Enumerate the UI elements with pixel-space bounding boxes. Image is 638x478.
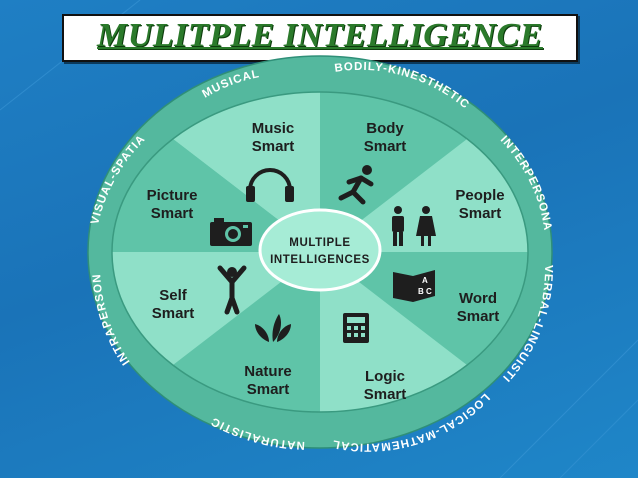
sector-self [112, 252, 320, 365]
sector-logic [320, 252, 467, 412]
person-arms-up-icon [217, 265, 247, 315]
svg-text:A: A [422, 276, 428, 285]
sector-word [320, 252, 528, 365]
title-banner: MULITPLE INTELLIGENCE [62, 14, 578, 62]
running-person-icon [338, 165, 374, 205]
calculator-icon [343, 313, 369, 343]
self-label-2: Smart [152, 305, 195, 322]
sector-people [320, 139, 528, 252]
sector-picture [112, 139, 320, 252]
nature-label-2: Smart [247, 381, 290, 398]
center-bubble [258, 208, 382, 292]
music-label-2: Smart [252, 138, 295, 155]
body-label-1: Body [366, 120, 404, 137]
body-label-2: Smart [364, 138, 407, 155]
page-title: MULITPLE INTELLIGENCE [97, 17, 543, 54]
svg-text:C: C [426, 287, 432, 296]
sector-body [320, 92, 467, 252]
logic-label-2: Smart [364, 386, 407, 403]
camera-icon [210, 218, 252, 246]
picture-label-1: Picture [147, 187, 198, 204]
people-icon [392, 206, 436, 246]
music-label-1: Music [252, 120, 295, 137]
word-label-1: Word [459, 290, 497, 307]
leaves-icon [255, 314, 291, 342]
abc-book-icon: A B C [393, 270, 435, 302]
self-label-1: Self [159, 287, 188, 304]
center-line-1: MULTIPLE [289, 237, 350, 249]
sector-music [173, 92, 320, 252]
sectors [111, 91, 529, 413]
picture-label-2: Smart [151, 205, 194, 222]
people-label-1: People [455, 187, 504, 204]
people-label-2: Smart [459, 205, 502, 222]
svg-text:B: B [418, 287, 424, 296]
word-label-2: Smart [457, 308, 500, 325]
nature-label-1: Nature [244, 363, 292, 380]
center-line-2: INTELLIGENCES [270, 254, 370, 266]
sector-nature [173, 252, 320, 412]
logic-label-1: Logic [365, 368, 405, 385]
headphones-icon [246, 168, 294, 202]
